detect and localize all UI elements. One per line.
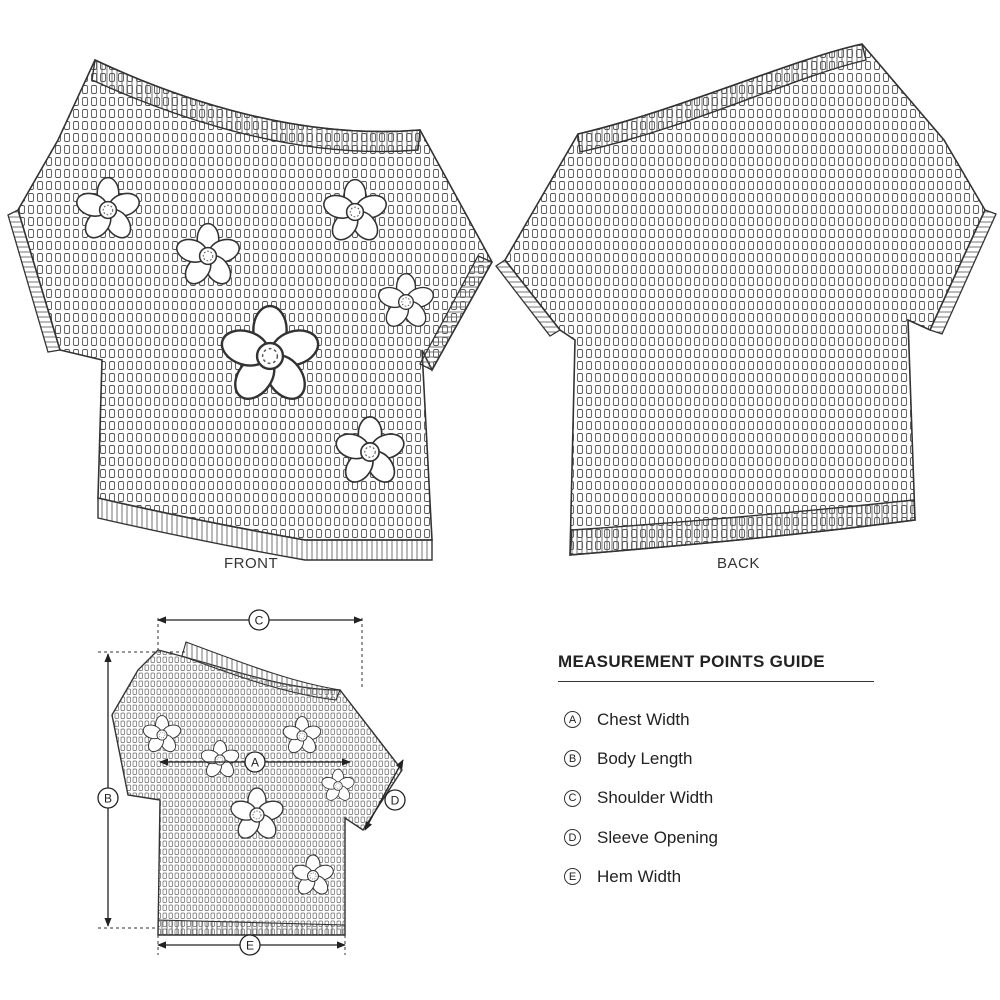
marker-e-text: E [246, 939, 254, 953]
front-neckline-rib [91, 58, 421, 153]
marker-c-text: C [255, 614, 264, 628]
guide-letter-badge: A [564, 711, 581, 729]
measurement-guide: MEASUREMENT POINTS GUIDE A Chest Width B… [558, 652, 874, 896]
guide-item-body-length: B Body Length [564, 739, 874, 778]
marker-e: E [239, 934, 261, 956]
front-view-label: FRONT [224, 555, 279, 572]
mini-neckline-rib [181, 641, 341, 701]
guide-item-label: Body Length [597, 748, 693, 768]
back-neckline-rib [577, 43, 867, 153]
guide-list: A Chest Width B Body Length C Shoulder W… [564, 700, 874, 896]
guide-item-label: Sleeve Opening [597, 827, 718, 847]
front-right-cuff [419, 255, 493, 371]
guide-item-chest-width: A Chest Width [564, 700, 874, 739]
back-hem-rib [569, 499, 916, 556]
guide-item-label: Shoulder Width [597, 788, 714, 808]
guide-item-hem-width: E Hem Width [564, 857, 874, 896]
back-view [495, 43, 997, 556]
marker-d-text: D [391, 794, 400, 808]
guide-letter-badge: E [564, 868, 581, 886]
front-hem-rib [97, 497, 433, 561]
guide-item-shoulder-width: C Shoulder Width [564, 779, 874, 818]
guide-letter-badge: D [564, 829, 581, 847]
back-view-label: BACK [717, 555, 760, 572]
marker-a-text: A [251, 756, 259, 770]
front-view [7, 58, 493, 561]
marker-c: C [248, 609, 270, 631]
back-left-cuff [495, 259, 561, 337]
measurement-diagram: C B A D E [97, 609, 406, 956]
guide-item-label: Hem Width [597, 866, 682, 886]
front-left-cuff [7, 209, 61, 353]
marker-a: A [244, 751, 266, 773]
marker-d: D [384, 789, 406, 811]
marker-b: B [97, 787, 119, 809]
guide-letter-badge: B [564, 750, 581, 768]
guide-item-sleeve-opening: D Sleeve Opening [564, 818, 874, 857]
back-body [504, 43, 986, 556]
measure-d-line [364, 759, 404, 831]
marker-b-text: B [104, 792, 112, 806]
back-right-cuff [929, 209, 997, 335]
guide-item-label: Chest Width [597, 709, 690, 729]
guide-letter-badge: C [564, 789, 581, 807]
guide-title: MEASUREMENT POINTS GUIDE [558, 652, 874, 682]
